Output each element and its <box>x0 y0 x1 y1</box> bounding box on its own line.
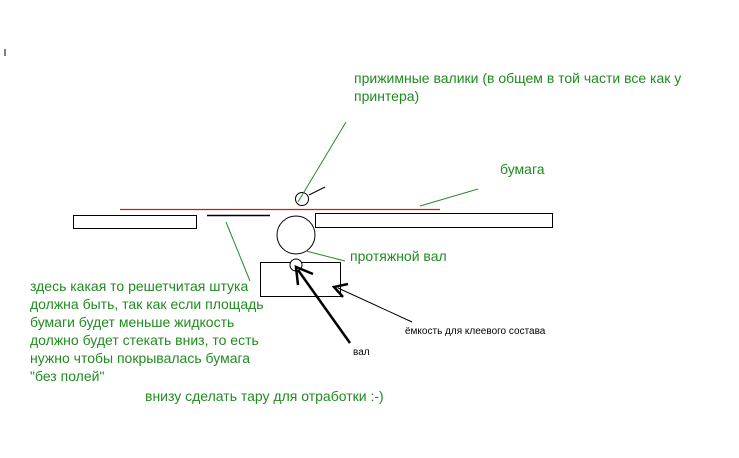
leader-glue-container <box>337 287 413 323</box>
arrowhead-glue-container <box>331 282 349 298</box>
label-mesh-note-line: должна быть, так как если площадь <box>30 296 264 312</box>
label-mesh-note-line: должно будет стекать вниз, то есть <box>30 332 259 348</box>
pull-roller <box>276 215 316 255</box>
label-pull-roller: протяжной вал <box>350 248 447 264</box>
label-mesh-note-line: "без полей" <box>30 368 105 384</box>
leader-pressure-rollers <box>297 121 347 203</box>
label-mesh-note-line: нужно чтобы покрывалась бумага <box>30 350 251 366</box>
label-pressure-rollers-line2: принтера) <box>354 88 420 104</box>
label-glue-container: ёмкость для клеевого состава <box>405 326 546 337</box>
label-pressure-rollers-line1: прижимные валики (в общем в той части вс… <box>354 70 682 86</box>
leader-pull-roller <box>305 250 346 262</box>
leader-mesh <box>225 221 251 282</box>
arrowhead-shaft <box>294 265 314 286</box>
label-pressure-rollers: прижимные валики (в общем в той части вс… <box>354 69 681 105</box>
pressure-roller <box>295 192 309 206</box>
right-table-plate <box>315 213 553 228</box>
label-mesh-note: здесь какая то решетчитая штука должна б… <box>30 277 264 385</box>
leader-shaft <box>296 269 352 344</box>
label-waste-tray: внизу сделать тару для отработки :-) <box>145 388 384 404</box>
pressure-roller-tick <box>308 186 326 196</box>
leader-paper <box>419 188 479 207</box>
label-mesh-note-line: здесь какая то решетчитая штука <box>30 278 249 294</box>
glue-container-box <box>260 262 341 297</box>
label-shaft: вал <box>353 347 370 358</box>
label-paper: бумага <box>500 161 545 177</box>
left-table-plate <box>73 215 197 229</box>
label-mesh-note-line: бумаги будет меньше жидкость <box>30 314 235 330</box>
